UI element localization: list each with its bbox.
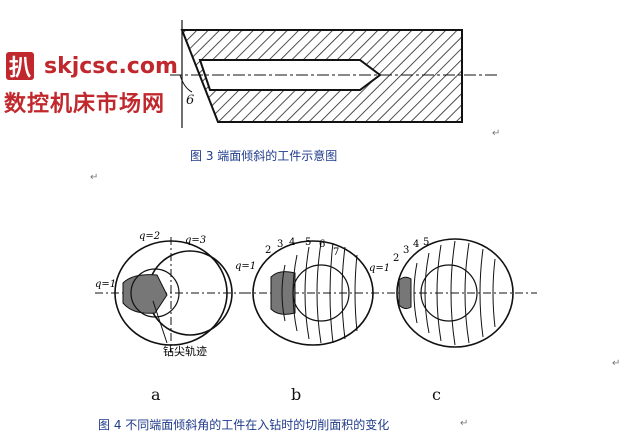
diagram-c-label-3: 3 [403, 245, 409, 256]
watermark-url: skjcsc.com [44, 54, 178, 79]
sub-label-c: c [432, 385, 441, 404]
diagram-b-label-6: 6 [319, 239, 325, 250]
diagram-b-label-q1: q=1 [235, 261, 256, 272]
drill-tip-trajectory-label: 钻尖轨迹 [163, 344, 207, 358]
watermark-site-name: 数控机床市场网 [4, 92, 166, 117]
diagram-a-label-q1: q=1 [95, 279, 116, 290]
watermark-logo: 扒 [6, 52, 34, 81]
figure-3-caption: 图 3 端面倾斜的工件示意图 [190, 149, 338, 163]
diagram-b-label-3: 3 [277, 239, 283, 250]
sub-label-a: a [151, 385, 161, 404]
diagram-a-label-q2: q=2 [139, 231, 160, 242]
diagram-b-label-2: 2 [265, 245, 271, 256]
diagram-c: q=1 2 3 4 5 [369, 237, 537, 348]
para-mark: ↵ [90, 172, 99, 183]
diagram-c-label-4: 4 [413, 239, 419, 250]
diagram-a: q=2 q=3 q=1 钻尖轨迹 [95, 231, 245, 358]
figure-4-drawings: q=2 q=3 q=1 钻尖轨迹 2 3 4 5 6 7 q=1 [95, 231, 537, 358]
diagram-b-label-5: 5 [305, 237, 311, 248]
diagram-b-label-4: 4 [289, 237, 295, 248]
diagram-a-label-q3: q=3 [185, 235, 206, 246]
angle-label: 6 [186, 93, 194, 108]
para-mark: ↵ [612, 358, 621, 369]
diagram-b-label-7: 7 [333, 247, 339, 258]
diagram-b: 2 3 4 5 6 7 q=1 [235, 237, 385, 346]
para-mark: ↵ [492, 128, 501, 139]
figure-4-caption: 图 4 不同端面倾斜角的工件在入钻时的切削面积的变化 [98, 418, 390, 432]
diagram-c-label-2: 2 [393, 253, 399, 264]
angle-arc [179, 74, 193, 93]
para-mark: ↵ [460, 418, 469, 429]
diagram-c-label-5: 5 [423, 237, 429, 248]
figure-3-drawing: 6 [170, 20, 500, 128]
sub-label-b: b [291, 385, 302, 404]
diagram-c-label-q1: q=1 [369, 263, 390, 274]
